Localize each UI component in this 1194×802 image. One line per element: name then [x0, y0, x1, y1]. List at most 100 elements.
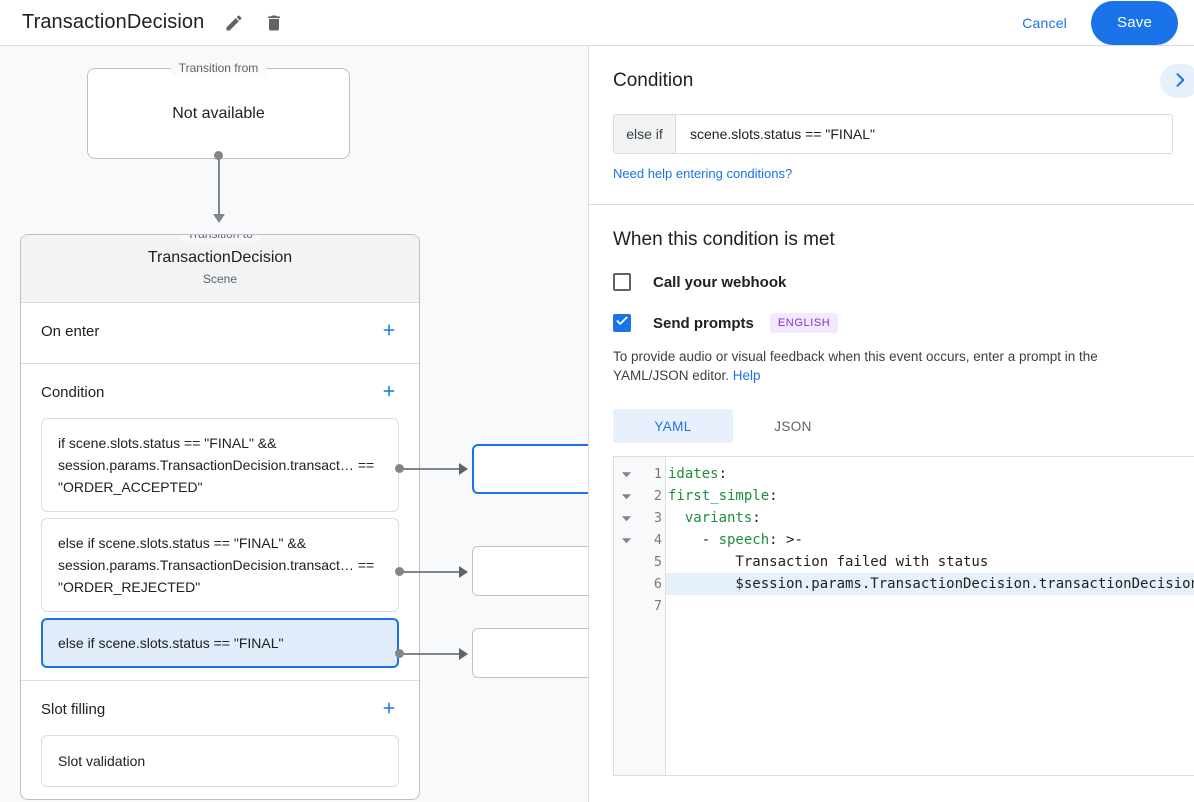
section-condition-header: Condition	[21, 364, 419, 412]
transition-from-value: Not available	[172, 104, 265, 122]
edge-line-condition-1	[400, 468, 462, 470]
editor-line-number: 2	[653, 488, 662, 504]
send-prompts-checkbox[interactable]	[613, 314, 631, 332]
transition-from-node[interactable]: Transition from Not available	[87, 61, 350, 159]
plus-icon	[380, 382, 398, 403]
edit-scene-button[interactable]	[220, 9, 248, 37]
section-slot-filling-title: Slot filling	[41, 700, 106, 718]
editor-line-number: 6	[653, 576, 662, 592]
expand-panel-button[interactable]	[1160, 64, 1194, 98]
editor-line-number: 5	[653, 554, 662, 570]
language-badge: ENGLISH	[769, 313, 839, 333]
add-condition-button[interactable]	[377, 380, 401, 404]
edge-line-vertical	[218, 156, 220, 217]
plus-icon	[380, 321, 398, 342]
scene-header[interactable]: TransactionDecision Scene	[21, 235, 419, 303]
call-webhook-label: Call your webhook	[653, 273, 787, 291]
editor-code-line[interactable]	[666, 595, 1194, 617]
edge-dot-condition-3	[395, 649, 404, 658]
send-prompts-label: Send prompts	[653, 314, 754, 332]
edge-dot-condition-2	[395, 567, 404, 576]
webhook-row: Call your webhook	[613, 273, 1170, 291]
condition-actions-section: When this condition is met Call your web…	[589, 205, 1194, 776]
save-button[interactable]: Save	[1091, 0, 1178, 45]
code-editor[interactable]: 1 2 3 4 5 6 7 idates: first_simple: variants: -…	[613, 456, 1194, 776]
add-slot-filling-button[interactable]	[377, 697, 401, 721]
fold-toggle-icon[interactable]	[614, 529, 638, 551]
tab-yaml[interactable]: YAML	[613, 409, 733, 443]
transition-to-legend: Transition to	[179, 235, 261, 241]
transition-from-legend: Transition from	[170, 61, 267, 75]
flow-canvas: Transition from Not available Transition…	[0, 46, 588, 802]
section-slot-filling-header: Slot filling	[21, 681, 419, 729]
call-webhook-checkbox[interactable]	[613, 273, 631, 291]
panel-divider	[589, 204, 1194, 205]
scene-title: TransactionDecision	[147, 249, 293, 266]
condition-expression-input[interactable]	[676, 115, 1172, 153]
editor-line-number-gutter: 1 2 3 4 5 6 7	[638, 457, 666, 775]
scene-subtitle: Scene	[202, 272, 238, 286]
transition-target-box-1[interactable]	[472, 444, 588, 494]
scene-card: Transition to TransactionDecision Scene …	[20, 234, 420, 800]
edge-arrow-condition-3	[459, 648, 468, 660]
edge-dot-condition-1	[395, 464, 404, 473]
editor-code-area[interactable]: idates: first_simple: variants: - speech:…	[666, 457, 1194, 775]
edge-arrow-condition-2	[459, 566, 468, 578]
edge-dot-from	[214, 151, 223, 160]
prompts-help-link[interactable]: Help	[732, 368, 761, 383]
cancel-button[interactable]: Cancel	[1012, 7, 1077, 39]
fold-toggle-icon[interactable]	[614, 507, 638, 529]
fold-spacer	[614, 573, 638, 595]
fold-spacer	[614, 551, 638, 573]
editor-code-line[interactable]: first_simple:	[668, 488, 778, 504]
editor-code-line[interactable]: - speech: >-	[668, 532, 803, 548]
condition-list-item[interactable]: else if scene.slots.status == "FINAL" &&…	[41, 518, 399, 612]
editor-code-line[interactable]: idates:	[668, 466, 728, 482]
prompts-description-text: To provide audio or visual feedback when…	[613, 349, 1098, 383]
top-bar: TransactionDecision Cancel Save	[0, 0, 1194, 46]
edge-arrow-condition-1	[459, 463, 468, 475]
pencil-icon	[224, 13, 244, 33]
send-prompts-row: Send prompts ENGLISH	[613, 313, 1170, 333]
plus-icon	[380, 699, 398, 720]
fold-toggle-icon[interactable]	[614, 485, 638, 507]
edge-line-condition-3	[400, 653, 462, 655]
edge-arrow-down	[213, 214, 225, 223]
editor-line-number: 1	[653, 466, 662, 482]
editor-code-line[interactable]: $session.params.TransactionDecision.tran…	[666, 573, 1194, 595]
when-condition-met-heading: When this condition is met	[613, 229, 835, 250]
condition-prefix-label: else if	[614, 115, 676, 153]
condition-list-item-selected[interactable]: else if scene.slots.status == "FINAL"	[41, 618, 399, 668]
condition-editor-section: Condition else if Need help entering con…	[589, 46, 1194, 205]
fold-spacer	[614, 595, 638, 617]
chevron-right-icon	[1170, 70, 1190, 93]
editor-line-number: 3	[653, 510, 662, 526]
tab-json[interactable]: JSON	[774, 418, 812, 434]
details-panel: Condition else if Need help entering con…	[588, 46, 1194, 802]
editor-code-line[interactable]: Transaction failed with status	[668, 554, 989, 570]
prompts-description: To provide audio or visual feedback when…	[613, 347, 1169, 385]
section-on-enter-header: On enter	[21, 303, 419, 351]
condition-list-item[interactable]: if scene.slots.status == "FINAL" && sess…	[41, 418, 399, 512]
page-title: TransactionDecision	[22, 11, 205, 33]
section-slot-filling: Slot filling Slot validation	[21, 681, 419, 799]
transition-target-box-2[interactable]	[472, 546, 588, 596]
condition-input-row: else if	[613, 114, 1173, 154]
condition-help-link[interactable]: Need help entering conditions?	[613, 166, 793, 181]
editor-format-tabs: YAML JSON	[613, 409, 1170, 443]
edge-line-condition-2	[400, 571, 462, 573]
slot-validation-item[interactable]: Slot validation	[41, 735, 399, 787]
editor-line-number: 4	[653, 532, 662, 548]
fold-toggle-icon[interactable]	[614, 463, 638, 485]
section-condition: Condition if scene.slots.status == "FINA…	[21, 364, 419, 681]
editor-code-line[interactable]: variants:	[684, 510, 761, 526]
add-on-enter-button[interactable]	[377, 319, 401, 343]
editor-fold-gutter	[614, 457, 638, 775]
section-on-enter: On enter	[21, 303, 419, 364]
editor-line-number: 7	[653, 598, 662, 614]
trash-icon	[264, 13, 284, 33]
transition-target-box-3[interactable]	[472, 628, 588, 678]
delete-scene-button[interactable]	[260, 9, 288, 37]
section-condition-title: Condition	[41, 383, 105, 401]
